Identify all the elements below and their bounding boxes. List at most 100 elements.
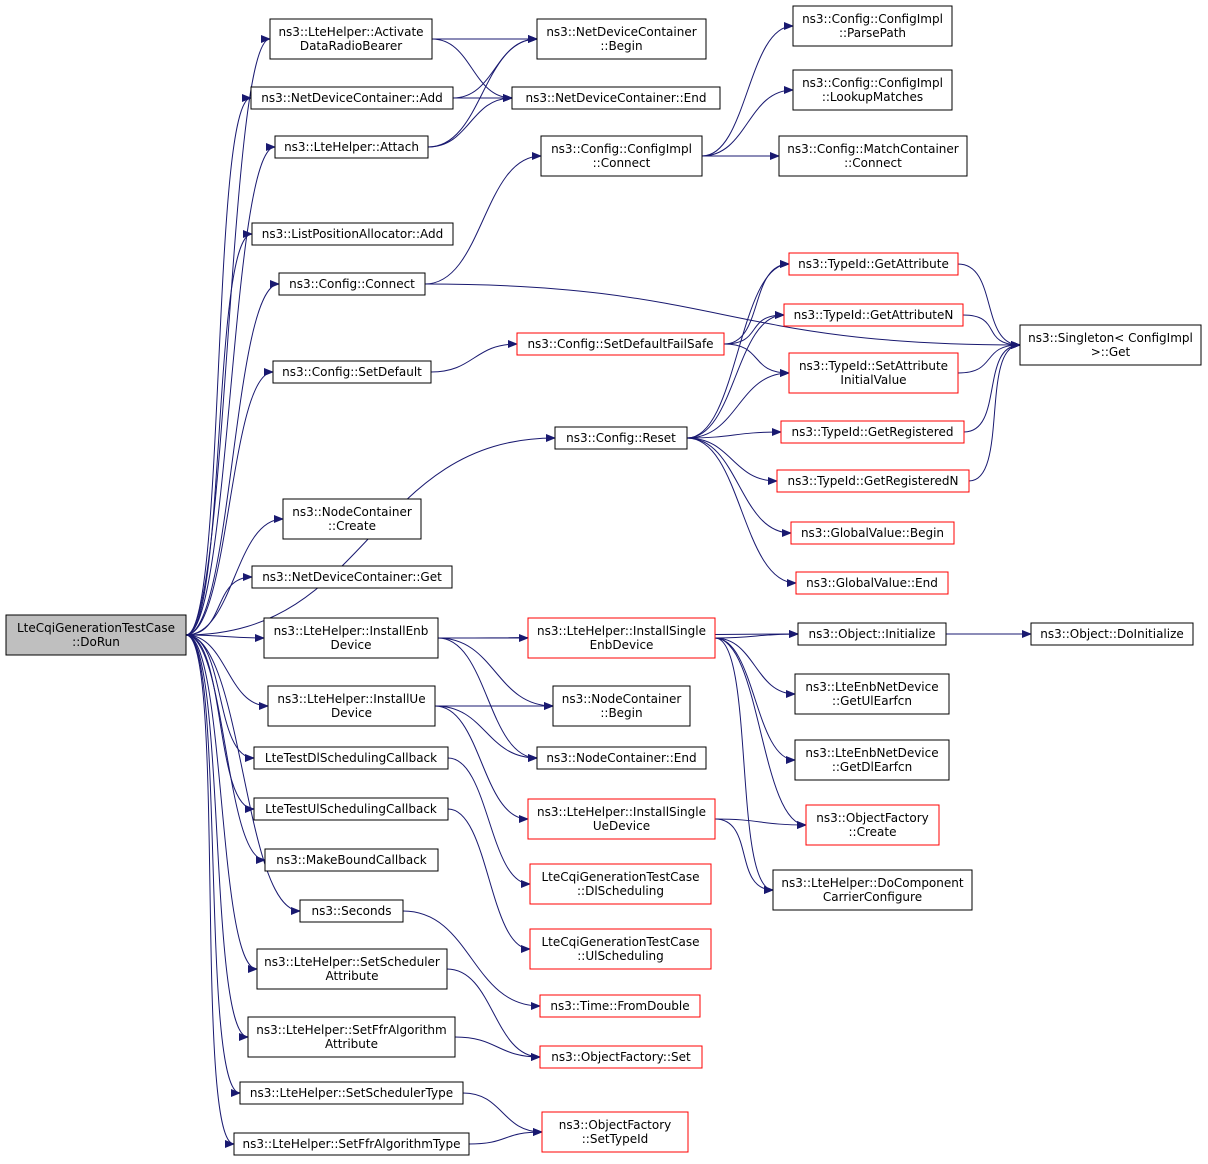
node-label: ns3::Seconds	[312, 904, 392, 918]
node-label: ns3::Object::DoInitialize	[1040, 627, 1184, 641]
node-box	[794, 673, 950, 715]
node-dorun[interactable]: LteCqiGenerationTestCase::DoRun	[5, 614, 187, 656]
node-label: ns3::LteHelper::SetSchedulerType	[250, 1086, 453, 1100]
node-dlsched[interactable]: LteCqiGenerationTestCase::DlScheduling	[529, 863, 712, 905]
node-box	[256, 948, 448, 990]
node-box	[795, 571, 949, 595]
node-getreg[interactable]: ns3::TypeId::GetRegistered	[780, 420, 965, 444]
node-box	[792, 69, 953, 111]
call-edge-cfgreset-to-getattr	[686, 260, 790, 439]
node-box	[278, 272, 426, 296]
node-lpaadd[interactable]: ns3::ListPositionAllocator::Add	[251, 222, 454, 246]
node-ndcadd[interactable]: ns3::NetDeviceContainer::Add	[250, 86, 454, 110]
call-edge-cfgimplconnect-to-lookup	[701, 86, 794, 157]
node-singleton[interactable]: ns3::Singleton< ConfigImpl >::Get	[1019, 324, 1202, 366]
node-seconds[interactable]: ns3::Seconds	[299, 899, 404, 923]
node-setschedtype[interactable]: ns3::LteHelper::SetSchedulerType	[239, 1081, 464, 1105]
call-edges	[185, 22, 1032, 1148]
node-label: ::DlScheduling	[577, 884, 664, 898]
node-getregn[interactable]: ns3::TypeId::GetRegisteredN	[776, 469, 970, 493]
node-label: ns3::Config::MatchContainer	[787, 142, 958, 156]
node-setffrtype[interactable]: ns3::LteHelper::SetFfrAlgorithmType	[233, 1132, 470, 1156]
call-edge-cfgreset-to-getregn	[686, 437, 778, 485]
node-label: CarrierConfigure	[823, 890, 922, 904]
call-edge-ulcb-to-ulsched	[447, 808, 531, 953]
node-box	[299, 899, 404, 923]
call-edge-setffrattr-to-ofset	[454, 1036, 541, 1061]
node-label: ns3::Config::ConfigImpl	[551, 142, 692, 156]
node-box	[527, 617, 716, 659]
node-ulsched[interactable]: LteCqiGenerationTestCase::UlScheduling	[529, 928, 712, 970]
call-edge-getattr-to-singleton	[957, 263, 1021, 349]
node-ofcreate[interactable]: ns3::ObjectFactory::Create	[805, 804, 940, 846]
node-box	[511, 86, 721, 110]
node-objinit[interactable]: ns3::Object::Initialize	[797, 622, 947, 646]
node-attach[interactable]: ns3::LteHelper::Attach	[274, 135, 429, 159]
node-box	[794, 739, 950, 781]
node-getularfcn[interactable]: ns3::LteEnbNetDevice::GetUlEarfcn	[794, 673, 950, 715]
call-edge-dorun-to-setffrtype	[185, 634, 235, 1148]
call-edge-cfgimplconnect-to-parsepath	[701, 22, 794, 157]
node-ndcend[interactable]: ns3::NetDeviceContainer::End	[511, 86, 721, 110]
node-box	[269, 18, 433, 60]
node-nccreate[interactable]: ns3::NodeContainer::Create	[282, 498, 422, 540]
node-mcconnect[interactable]: ns3::Config::MatchContainer::Connect	[778, 135, 968, 177]
node-ndcget[interactable]: ns3::NetDeviceContainer::Get	[251, 565, 453, 589]
node-ulcb[interactable]: LteTestUlSchedulingCallback	[253, 797, 449, 821]
node-parsepath[interactable]: ns3::Config::ConfigImpl::ParsePath	[792, 5, 953, 47]
node-mkcb[interactable]: ns3::MakeBoundCallback	[264, 848, 439, 872]
node-getdlearfcn[interactable]: ns3::LteEnbNetDevice::GetDlEarfcn	[794, 739, 950, 781]
node-ncbegin[interactable]: ns3::NodeContainer::Begin	[552, 685, 691, 727]
node-cfgsetdefault[interactable]: ns3::Config::SetDefault	[272, 360, 432, 384]
node-ofset[interactable]: ns3::ObjectFactory::Set	[539, 1045, 703, 1069]
node-setdefaultfs[interactable]: ns3::Config::SetDefaultFailSafe	[516, 332, 725, 356]
node-box	[1030, 622, 1194, 646]
call-edge-cfgconnect-to-cfgimplconnect	[424, 152, 542, 285]
node-box	[539, 1045, 703, 1069]
call-edge-dorun-to-ndcadd	[185, 94, 252, 636]
node-label: ::Begin	[600, 706, 642, 720]
node-cfgimplconnect[interactable]: ns3::Config::ConfigImpl::Connect	[540, 135, 703, 177]
node-box	[1019, 324, 1202, 366]
call-edge-cfgreset-to-gvend	[686, 437, 797, 587]
node-box	[5, 614, 187, 656]
node-fromdouble[interactable]: ns3::Time::FromDouble	[539, 994, 701, 1018]
node-label: ns3::Config::Connect	[289, 277, 415, 291]
call-edge-dorun-to-mkcb	[185, 634, 266, 864]
node-cfgreset[interactable]: ns3::Config::Reset	[554, 426, 688, 450]
node-cfgconnect[interactable]: ns3::Config::Connect	[278, 272, 426, 296]
node-lookup[interactable]: ns3::Config::ConfigImpl::LookupMatches	[792, 69, 953, 111]
node-box	[253, 746, 449, 770]
node-ndcbegin[interactable]: ns3::NetDeviceContainer::Begin	[536, 18, 707, 60]
node-label: DataRadioBearer	[300, 39, 402, 53]
node-label: ::GetDlEarfcn	[832, 760, 912, 774]
node-ofsettypeid[interactable]: ns3::ObjectFactory::SetTypeId	[541, 1111, 689, 1153]
node-docc[interactable]: ns3::LteHelper::DoComponentCarrierConfig…	[772, 869, 973, 911]
node-getattr[interactable]: ns3::TypeId::GetAttribute	[788, 252, 959, 276]
node-gvbegin[interactable]: ns3::GlobalValue::Begin	[790, 521, 955, 545]
node-ncend[interactable]: ns3::NodeContainer::End	[536, 746, 707, 770]
call-edge-setschedtype-to-ofsettypeid	[462, 1092, 543, 1136]
call-edge-dorun-to-setffrattr	[185, 634, 249, 1041]
call-edge-dorun-to-installue	[185, 634, 269, 710]
node-dlcb[interactable]: LteTestDlSchedulingCallback	[253, 746, 449, 770]
node-getattrn[interactable]: ns3::TypeId::GetAttributeN	[783, 303, 964, 327]
node-box	[536, 18, 707, 60]
node-objdoinit[interactable]: ns3::Object::DoInitialize	[1030, 622, 1194, 646]
node-label: ns3::Config::ConfigImpl	[802, 76, 943, 90]
call-edge-setdefaultfs-to-getattrn	[723, 311, 785, 345]
node-box	[772, 869, 973, 911]
node-label: ::DoRun	[72, 635, 120, 649]
node-gvend[interactable]: ns3::GlobalValue::End	[795, 571, 949, 595]
call-edge-dorun-to-nccreate	[185, 515, 284, 636]
call-edge-installsingleenb-to-getularfcn	[714, 637, 796, 698]
